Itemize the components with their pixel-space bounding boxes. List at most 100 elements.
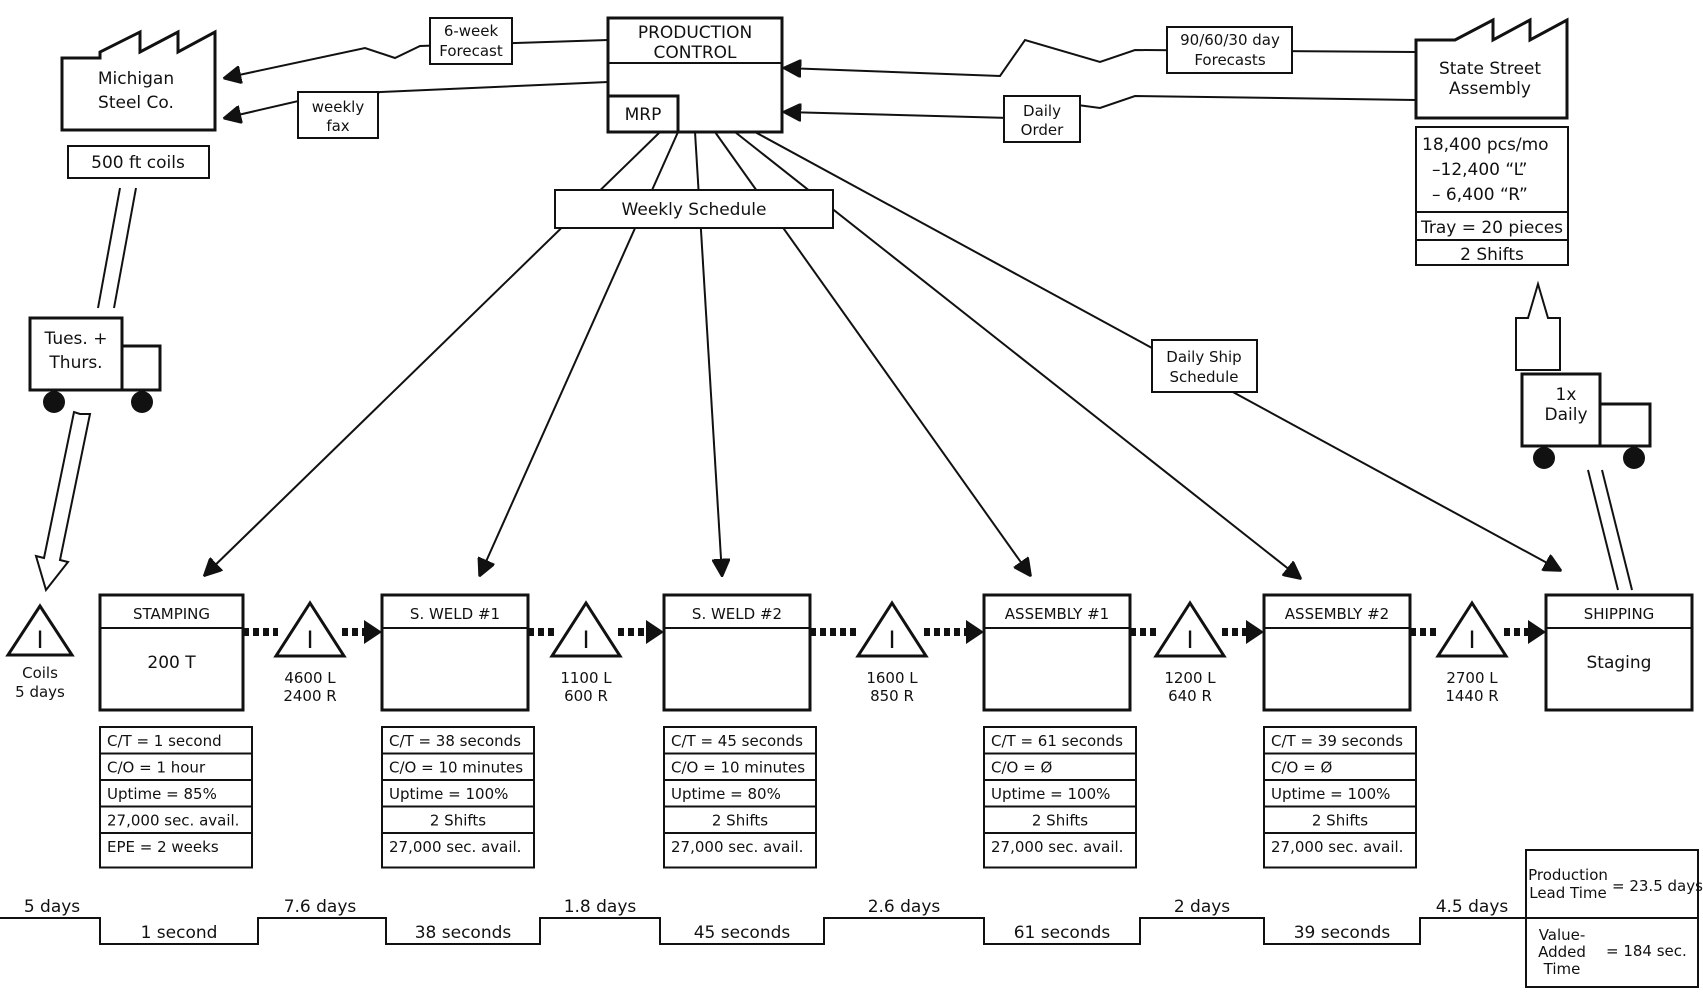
daily-order-2: Order bbox=[1021, 121, 1064, 139]
inventory-label-1: 4600 L bbox=[284, 669, 336, 687]
production-control-title-2: CONTROL bbox=[653, 43, 737, 63]
process-data-row: Uptime = 100% bbox=[1271, 785, 1390, 803]
customer-forecast-flow-line bbox=[785, 38, 1417, 76]
customer-demand-3: – 6,400 “R” bbox=[1432, 185, 1528, 205]
timeline-wait: 1.8 days bbox=[564, 897, 637, 917]
production-control: PRODUCTION CONTROL MRP bbox=[606, 16, 784, 134]
inventory-symbol: I bbox=[888, 626, 895, 654]
process-name: S. WELD #2 bbox=[692, 605, 782, 623]
daily-order-box bbox=[1003, 95, 1081, 143]
raw-inventory-label-2: 5 days bbox=[15, 683, 65, 701]
process-box bbox=[98, 593, 245, 712]
daily-ship-schedule-1: Daily Ship bbox=[1166, 348, 1241, 366]
inventory-label-2: 600 R bbox=[564, 687, 608, 705]
mrp-box bbox=[606, 94, 680, 134]
process-data-box bbox=[381, 726, 535, 869]
timeline-wait: 2 days bbox=[1174, 897, 1230, 917]
process-data-row: C/O = 10 minutes bbox=[389, 759, 523, 777]
timeline-ladder bbox=[0, 917, 1526, 945]
weekly-fax-2: fax bbox=[326, 117, 349, 135]
process-data-row: 27,000 sec. avail. bbox=[991, 838, 1123, 856]
process-data-row: 2 Shifts bbox=[1312, 812, 1368, 830]
raw-inventory: I Coils 5 days bbox=[5, 603, 75, 701]
inventory-label-1: 1600 L bbox=[866, 669, 918, 687]
customer-forecasts-2: Forecasts bbox=[1194, 51, 1265, 69]
process-name: STAMPING bbox=[133, 605, 210, 623]
inbound-shipment: Tues. + Thurs. bbox=[28, 187, 162, 593]
process-data-row: C/T = 1 second bbox=[107, 732, 222, 750]
six-week-forecast-1: 6-week bbox=[444, 22, 499, 40]
inbound-truck-body bbox=[28, 316, 124, 392]
push-arrowhead bbox=[646, 620, 664, 644]
process-data-box bbox=[983, 726, 1137, 869]
process-data-box bbox=[99, 726, 253, 869]
daily-ship-schedule-2: Schedule bbox=[1170, 368, 1239, 386]
push-arrowhead bbox=[364, 620, 382, 644]
inventory-label-2: 1440 R bbox=[1445, 687, 1498, 705]
process-data-row: 2 Shifts bbox=[712, 812, 768, 830]
supplier-factory-shape bbox=[60, 29, 217, 132]
process-box bbox=[1262, 593, 1412, 712]
six-week-forecast-2: Forecast bbox=[439, 42, 503, 60]
outbound-truck-body bbox=[1520, 372, 1602, 448]
customer-demand-2: –12,400 “L” bbox=[1432, 160, 1527, 180]
inbound-truck-label-1: Tues. + bbox=[44, 329, 108, 349]
timeline-process-time: 39 seconds bbox=[1294, 923, 1391, 943]
customer-factory-shape bbox=[1414, 17, 1569, 120]
push-arrowhead bbox=[1246, 620, 1264, 644]
timeline-process-time: 61 seconds bbox=[1014, 923, 1111, 943]
summary-box: Production Lead Time = 23.5 days Value- … bbox=[1525, 849, 1703, 988]
outbound-truck-cab bbox=[1598, 402, 1652, 448]
inbound-push-arrow bbox=[34, 410, 92, 593]
outbound-truck-wheel-right bbox=[1623, 447, 1645, 469]
process-data-row: 27,000 sec. avail. bbox=[107, 812, 239, 830]
outbound-push-arrow bbox=[1515, 280, 1561, 371]
lead-time-label-2: Lead Time bbox=[1529, 884, 1607, 902]
process-data-row: EPE = 2 weeks bbox=[107, 838, 219, 856]
forecast-flow-line bbox=[225, 39, 609, 78]
process-data-row: C/T = 61 seconds bbox=[991, 732, 1123, 750]
daily-order-flow-line bbox=[785, 94, 1417, 118]
supplier-name-2: Steel Co. bbox=[98, 93, 174, 113]
process-data-row: Uptime = 100% bbox=[991, 785, 1110, 803]
customer-data-box bbox=[1415, 126, 1569, 266]
customer-demand-1: 18,400 pcs/mo bbox=[1422, 135, 1549, 155]
outbound-truck-label-2: Daily bbox=[1544, 405, 1587, 425]
inventory-triangle bbox=[855, 600, 929, 658]
process-data-row: C/O = Ø bbox=[1271, 759, 1332, 777]
timeline-process-time: 45 seconds bbox=[694, 923, 791, 943]
timeline-wait: 5 days bbox=[24, 897, 80, 917]
process-data-row: Uptime = 85% bbox=[107, 785, 217, 803]
six-week-forecast-box bbox=[429, 17, 513, 65]
inventory-symbol: I bbox=[1468, 626, 1475, 654]
process-data-row: C/O = 10 minutes bbox=[671, 759, 805, 777]
production-control-title-1: PRODUCTION bbox=[638, 23, 752, 43]
inbound-truck-wheel-right bbox=[131, 391, 153, 413]
process-data-row: C/T = 45 seconds bbox=[671, 732, 803, 750]
customer-forecasts-box bbox=[1166, 26, 1293, 74]
daily-ship-schedule-box bbox=[1151, 339, 1258, 393]
process-box bbox=[1544, 593, 1694, 712]
push-arrowhead bbox=[966, 620, 984, 644]
timeline-process-time: 38 seconds bbox=[415, 923, 512, 943]
process-data-row: Uptime = 100% bbox=[389, 785, 508, 803]
process-box bbox=[662, 593, 812, 712]
value-added-value: = 184 sec. bbox=[1606, 942, 1687, 960]
inbound-truck-wheel-left bbox=[43, 391, 65, 413]
inventory-symbol: I bbox=[306, 626, 313, 654]
timeline-process-time: 1 second bbox=[141, 923, 218, 943]
info-flow-labels: 6-week Forecast weekly fax 90/60/30 day … bbox=[297, 17, 1293, 143]
customer-forecasts-1: 90/60/30 day bbox=[1180, 31, 1280, 49]
inventory-label-2: 640 R bbox=[1168, 687, 1212, 705]
process-inner: Staging bbox=[1587, 653, 1652, 673]
value-added-label-2: Added bbox=[1538, 943, 1586, 961]
weekly-schedule-box bbox=[554, 189, 834, 229]
fax-flow-line bbox=[225, 81, 609, 118]
